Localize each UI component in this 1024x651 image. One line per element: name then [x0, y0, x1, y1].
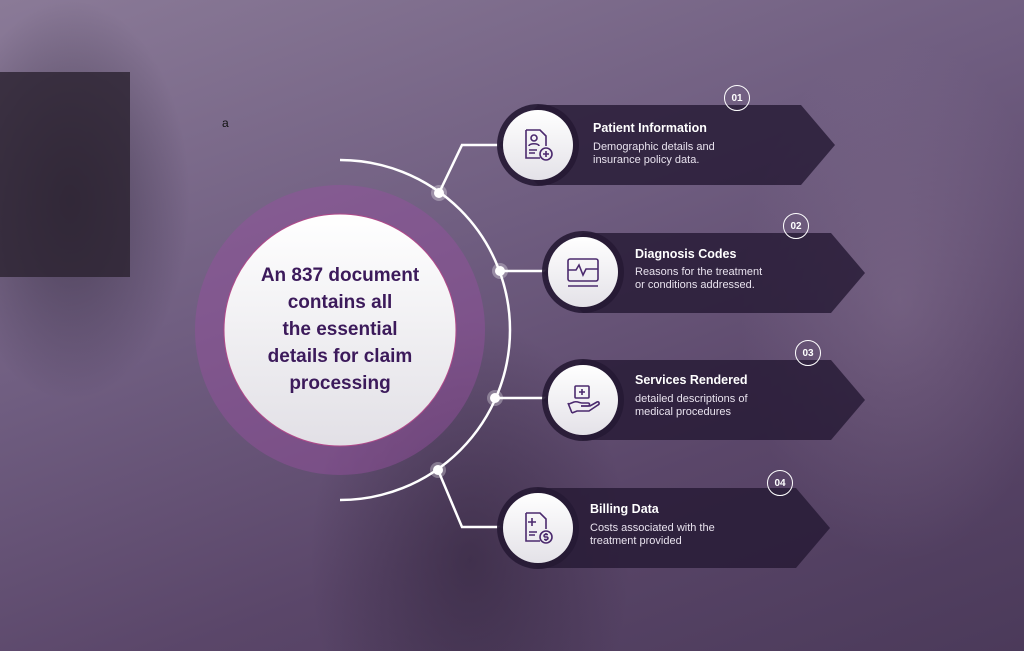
step-badge: 03 [795, 340, 821, 366]
step-badge: 04 [767, 470, 793, 496]
desc-line: detailed descriptions of [635, 393, 748, 405]
desc-line: Costs associated with the [590, 522, 715, 534]
center-line: contains all [287, 292, 393, 313]
item-title: Diagnosis Codes [635, 247, 737, 261]
connector-1 [437, 143, 505, 194]
background-monitor [0, 72, 130, 277]
stray-text: a [222, 116, 229, 130]
item-title: Services Rendered [635, 373, 748, 387]
connector-4 [436, 469, 505, 529]
billing-document-icon [503, 493, 573, 563]
desc-line: Reasons for the treatment [635, 266, 763, 278]
node-3 [490, 393, 500, 403]
center-line: processing [289, 373, 391, 394]
desc-line: insurance policy data. [593, 154, 700, 166]
arc [339, 158, 512, 502]
step-badge: 01 [724, 85, 750, 111]
node-1 [434, 188, 444, 198]
desc-line: medical procedures [635, 406, 731, 418]
desc-line: Demographic details and [593, 141, 715, 153]
heartbeat-monitor-icon [548, 237, 618, 307]
node-2 [495, 266, 505, 276]
step-badge: 02 [783, 213, 809, 239]
desc-line: or conditions addressed. [635, 279, 755, 291]
node-4 [433, 465, 443, 475]
desc-line: treatment provided [590, 535, 682, 547]
item-title: Patient Information [593, 121, 707, 135]
item-title: Billing Data [590, 502, 659, 516]
center-circle [223, 213, 457, 447]
center-line: the essential [282, 319, 398, 340]
center-line: An 837 document [260, 265, 420, 286]
center-line: details for claim [267, 346, 413, 367]
center-heading: An 837 document contains all the essenti… [235, 262, 445, 397]
patient-document-icon [503, 110, 573, 180]
medical-kit-hand-icon [548, 365, 618, 435]
